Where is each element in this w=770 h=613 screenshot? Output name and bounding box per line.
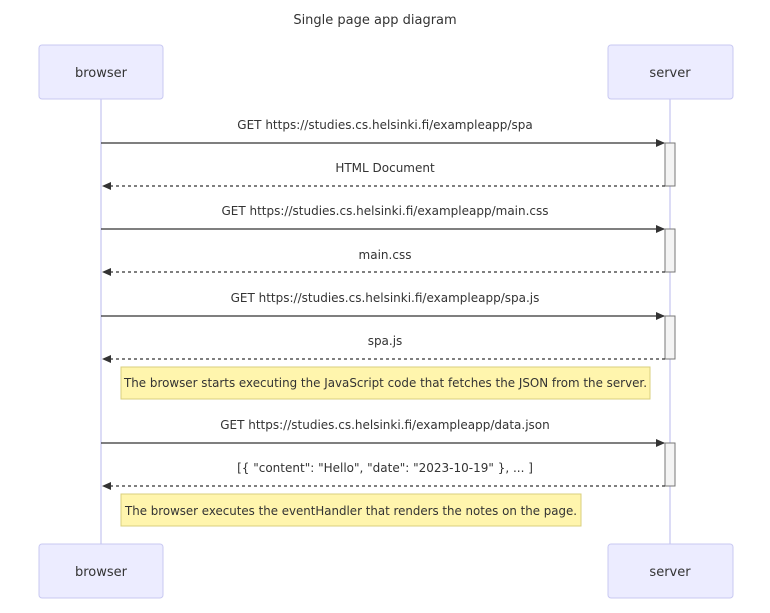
note-text: The browser starts executing the JavaScr… (123, 376, 647, 390)
note-executing-js: The browser starts executing the JavaScr… (120, 366, 651, 400)
server-activation-3 (664, 315, 676, 360)
server-activation-2 (664, 228, 676, 273)
message-get-spa-js: GET https://studies.cs.helsinki.fi/examp… (101, 291, 665, 320)
actor-label: browser (75, 66, 128, 81)
actor-server-top: server (607, 44, 734, 100)
message-label: GET https://studies.cs.helsinki.fi/examp… (231, 291, 540, 305)
message-main-css: main.css (102, 248, 665, 276)
actor-label: server (649, 565, 691, 580)
message-label: [{ "content": "Hello", "date": "2023-10-… (237, 461, 533, 475)
message-json-response: [{ "content": "Hello", "date": "2023-10-… (102, 461, 665, 490)
server-activation-4 (664, 442, 676, 487)
message-label: main.css (359, 248, 412, 262)
diagram-title: Single page app diagram (293, 13, 456, 28)
message-label: GET https://studies.cs.helsinki.fi/examp… (237, 118, 532, 132)
server-activation-1 (664, 142, 676, 187)
note-text: The browser executes the eventHandler th… (124, 504, 577, 518)
message-spa-js: spa.js (102, 334, 665, 363)
actor-label: browser (75, 565, 128, 580)
actor-browser-top: browser (38, 44, 164, 100)
actor-server-bottom: server (607, 543, 734, 599)
message-label: HTML Document (335, 161, 435, 175)
note-event-handler: The browser executes the eventHandler th… (120, 493, 582, 527)
message-get-data-json: GET https://studies.cs.helsinki.fi/examp… (101, 418, 665, 447)
message-label: GET https://studies.cs.helsinki.fi/examp… (220, 418, 550, 432)
actor-browser-bottom: browser (38, 543, 164, 599)
message-get-spa: GET https://studies.cs.helsinki.fi/examp… (101, 118, 665, 147)
message-html-document: HTML Document (102, 161, 665, 190)
message-get-main-css: GET https://studies.cs.helsinki.fi/examp… (101, 204, 665, 233)
actor-label: server (649, 66, 691, 81)
message-label: spa.js (368, 334, 403, 348)
message-label: GET https://studies.cs.helsinki.fi/examp… (221, 204, 548, 218)
